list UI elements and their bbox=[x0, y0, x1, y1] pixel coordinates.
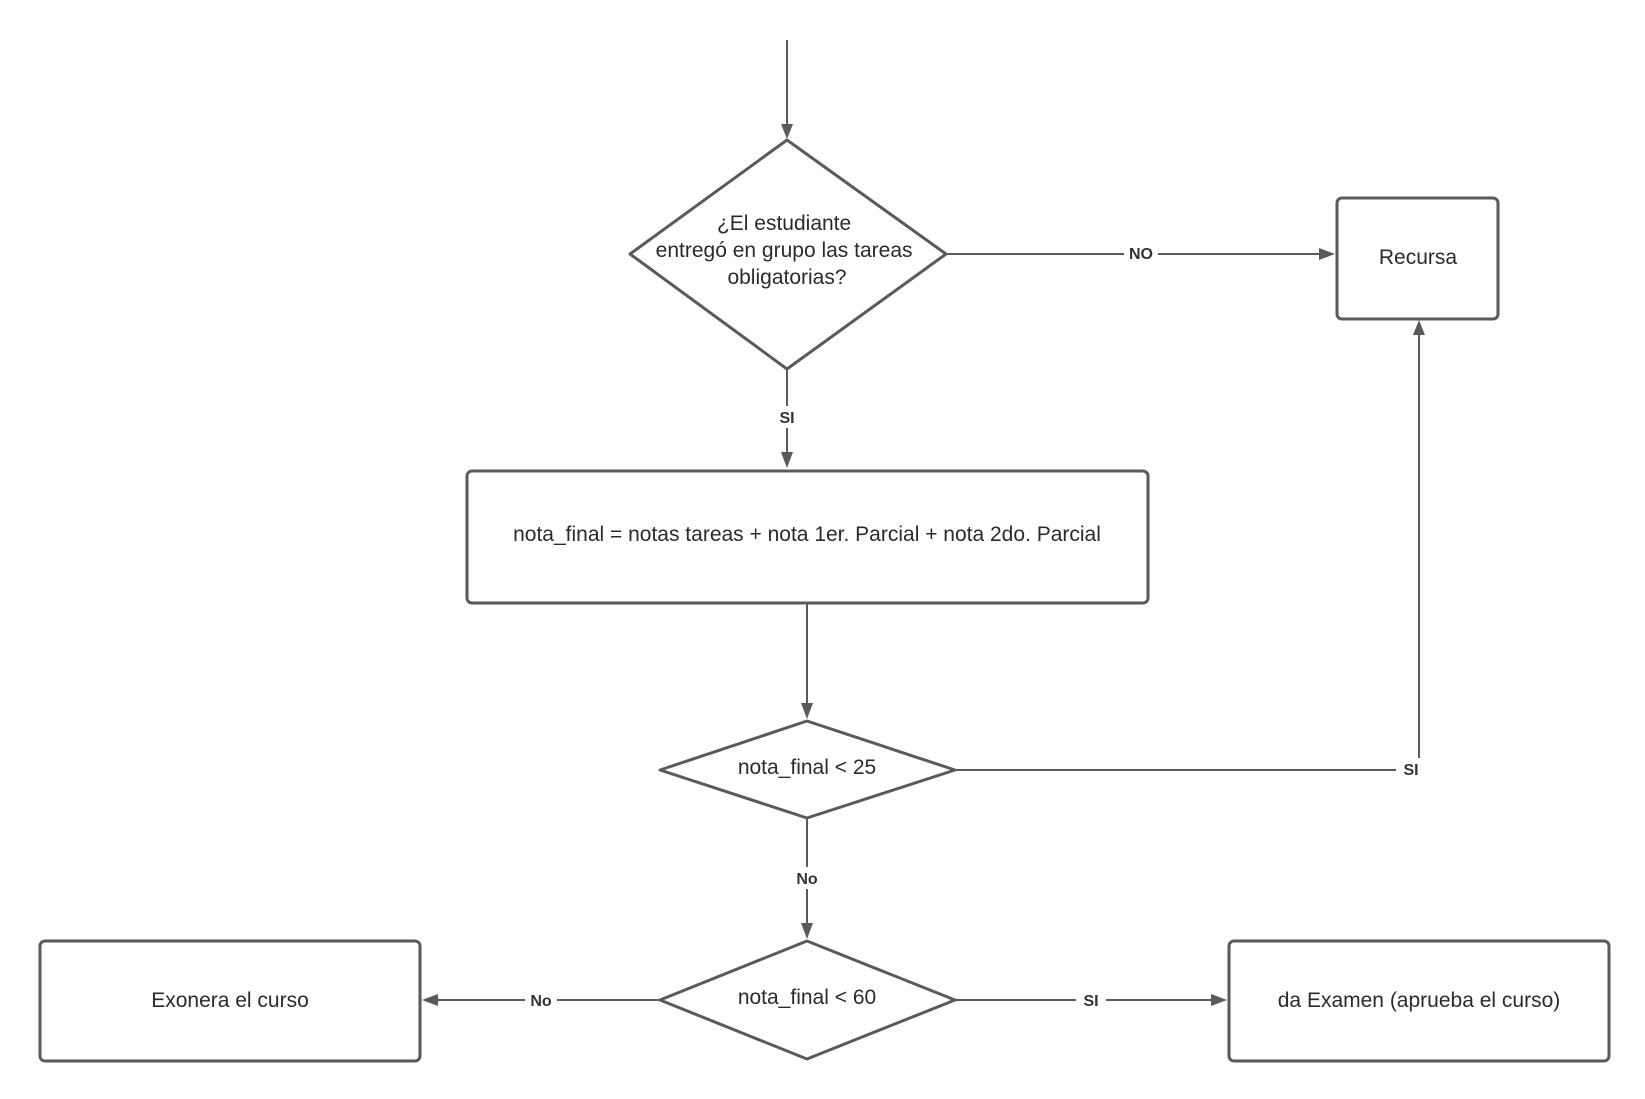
process-calc-nota: nota_final = notas tareas + nota 1er. Pa… bbox=[465, 469, 1150, 605]
decision-tareas-line-1: ¿El estudiante bbox=[717, 212, 851, 235]
edge-tareas-no: NO bbox=[946, 243, 1335, 265]
process-recursa: Recursa bbox=[1335, 196, 1500, 321]
edge-entry bbox=[781, 40, 793, 139]
edge-tareas-si: SI bbox=[772, 369, 802, 468]
edge-label-tareas-no: NO bbox=[1129, 246, 1153, 263]
decision-nota-25: nota_final < 25 bbox=[658, 719, 957, 820]
decision-tareas-line-3: obligatorias? bbox=[727, 266, 846, 289]
edge-60-no: No bbox=[422, 989, 660, 1011]
calc-nota-label: nota_final = notas tareas + nota 1er. Pa… bbox=[513, 523, 1101, 546]
recursa-label: Recursa bbox=[1379, 246, 1458, 269]
edge-label-25-no: No bbox=[796, 871, 818, 888]
decision-tareas-line-2: entregó en grupo las tareas bbox=[656, 239, 913, 262]
exonera-label: Exonera el curso bbox=[151, 989, 309, 1012]
edge-25-no: No bbox=[791, 818, 823, 939]
edge-25-si: SI bbox=[955, 320, 1426, 780]
edge-60-si: SI bbox=[955, 989, 1227, 1011]
process-exonera: Exonera el curso bbox=[38, 939, 422, 1063]
svg-text:¿El estudiante entregó e: ¿El estudiante entregó en grupo las tare… bbox=[656, 212, 919, 289]
decision-nota-60: nota_final < 60 bbox=[658, 939, 957, 1061]
decision-tareas: ¿El estudiante entregó en grupo las tare… bbox=[628, 138, 948, 371]
edge-label-25-si: SI bbox=[1403, 762, 1418, 779]
process-examen: da Examen (aprueba el curso) bbox=[1227, 939, 1611, 1063]
decision-25-label: nota_final < 25 bbox=[738, 756, 876, 779]
edge-calc-to-25 bbox=[801, 603, 813, 719]
edge-label-tareas-si: SI bbox=[779, 410, 794, 427]
examen-label: da Examen (aprueba el curso) bbox=[1278, 989, 1561, 1012]
edge-label-60-no: No bbox=[530, 993, 552, 1010]
edge-label-60-si: SI bbox=[1083, 993, 1098, 1010]
decision-60-label: nota_final < 60 bbox=[738, 986, 876, 1009]
